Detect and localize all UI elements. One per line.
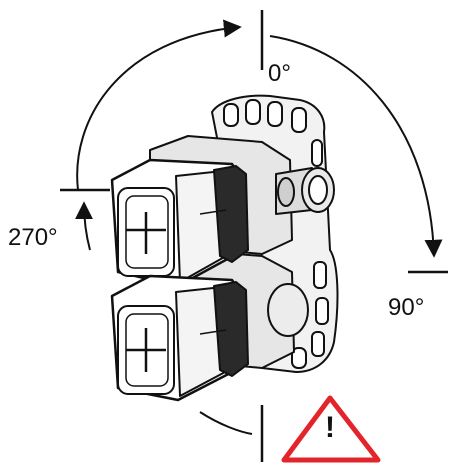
- outlet-fitting: [275, 167, 335, 215]
- warning-exclamation: !: [325, 411, 335, 444]
- valve-body-illustration: [110, 94, 339, 402]
- angle-label-270: 270°: [8, 224, 58, 251]
- angle-label-90: 90°: [388, 294, 425, 321]
- warning-triangle-icon: [281, 395, 381, 463]
- angle-label-0: 0°: [268, 60, 291, 87]
- rotation-arrow-icon: [75, 19, 443, 435]
- angle-ticks: [60, 10, 448, 462]
